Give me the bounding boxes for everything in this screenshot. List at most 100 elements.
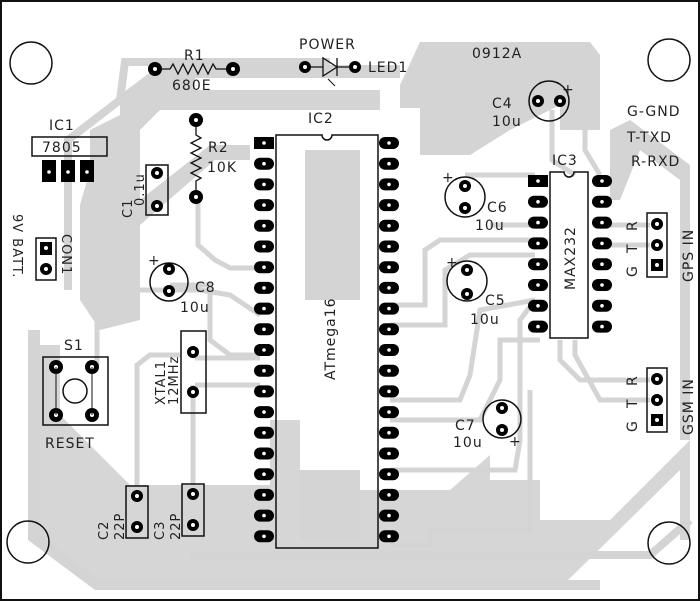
ic2-pin-hole — [262, 306, 266, 311]
ic1-value: 7805 — [42, 140, 82, 156]
ic3-pin-hole — [600, 304, 604, 308]
xtal1-value: 12MHz — [167, 356, 182, 405]
mounting-hole-br — [647, 521, 691, 565]
trace-mcu-right5 — [390, 298, 537, 473]
ic3-value: MAX232 — [563, 226, 579, 290]
c7-value: 10u — [453, 435, 483, 451]
connector-gps-in: G T R GPS IN — [625, 212, 697, 282]
ic2-pin-hole — [387, 327, 391, 332]
ic2-ref: IC2 — [308, 111, 334, 127]
ground-pour-right — [610, 120, 690, 440]
ic3-pin-hole — [536, 324, 540, 329]
ic3-pin-hole — [600, 283, 604, 287]
mounting-hole-bl — [6, 520, 50, 564]
ic2-pin-hole — [387, 493, 391, 497]
trace-mcu-right4 — [390, 337, 540, 423]
ic2-pin-hole — [387, 389, 391, 394]
trace-mcu-right6 — [390, 390, 533, 548]
ic2-pin-hole — [387, 141, 391, 145]
c8-ref: C8 — [195, 280, 216, 296]
ic3-pin-hole — [536, 200, 540, 204]
gps-pin-g: G — [625, 265, 641, 277]
ic2-pin-hole — [387, 244, 391, 249]
c2-ref: C2 — [97, 521, 112, 540]
ic2-pin-hole — [262, 286, 266, 290]
gps-pin-r: R — [625, 220, 641, 231]
ic2-pin-hole — [387, 431, 391, 435]
ground-pour-left-upper — [80, 95, 250, 330]
led1-emission-icon — [327, 78, 336, 87]
ic3-pin-hole — [536, 304, 540, 308]
c1-ref: C1 — [121, 199, 136, 218]
capacitor-c6: + C6 10u — [442, 170, 508, 234]
ic3-pin-hole — [536, 283, 540, 287]
capacitor-c8: + C8 10u — [148, 253, 216, 316]
gsm-pin-g: G — [625, 420, 641, 432]
pin-legend: G-GND T-TXD R-RXD — [626, 104, 680, 170]
board-code: 0912A — [472, 46, 522, 62]
mounting-hole-tl — [9, 41, 53, 85]
ic2-pin-hole — [387, 513, 391, 518]
gsm-pin-t: T — [625, 398, 641, 409]
gps-label: GPS IN — [681, 229, 697, 282]
ic2-pin-hole — [387, 410, 391, 414]
ground-pour-center — [305, 150, 360, 300]
connector-gsm-in: G T R GSM IN — [625, 367, 697, 435]
c6-value: 10u — [475, 218, 505, 234]
ic3-pin-hole — [600, 200, 604, 204]
r1-ref: R1 — [184, 48, 205, 64]
r1-value: 680E — [172, 78, 212, 94]
c5-ref: C5 — [485, 293, 506, 309]
ic2-pin-hole — [387, 224, 391, 228]
ic2-pin-hole — [387, 534, 391, 539]
trace-mcu-right2 — [390, 252, 535, 328]
c6-polarity: + — [442, 170, 455, 186]
xtal1-ref: XTAL1 — [154, 360, 169, 405]
ic2-pin-hole — [387, 265, 391, 270]
ic2-pin-hole — [262, 389, 266, 394]
trace-bottom-ring — [190, 516, 693, 559]
s1-ref: S1 — [64, 338, 84, 354]
ic2-pin-hole — [262, 203, 266, 207]
ic3-pin-hole — [600, 262, 604, 267]
r2-value: 10K — [207, 160, 237, 176]
ic2-pin-hole — [262, 472, 266, 477]
c8-value: 10u — [180, 300, 210, 316]
ic2-pin-hole — [262, 161, 266, 166]
capacitor-c4: + C4 10u — [492, 80, 574, 130]
ic2-pin-hole — [387, 368, 391, 373]
ic3-pin-hole — [536, 179, 540, 183]
capacitor-c3: C3 22P — [153, 483, 205, 540]
ic1-ref: IC1 — [49, 118, 75, 134]
resistor-r1-symbol — [162, 62, 226, 76]
ic3-body — [549, 171, 589, 339]
ic2-pin-hole — [262, 368, 266, 373]
trace-c4-ic3 — [549, 110, 577, 178]
ic3-pins — [528, 175, 612, 333]
regulator-ic1: IC1 7805 — [31, 118, 108, 182]
ic2-pin-hole — [262, 224, 266, 228]
c4-ref: C4 — [492, 96, 513, 112]
ic3-pin-hole — [600, 324, 604, 329]
trace-ic3-gsm1 — [557, 340, 650, 383]
ic3-pin-hole — [600, 220, 604, 225]
ic2-pin-hole — [387, 472, 391, 477]
ic2-pin-hole — [262, 451, 266, 456]
trace-c8 — [170, 282, 260, 358]
ic2-body — [275, 134, 379, 549]
ic3-pin-hole — [536, 262, 540, 267]
transceiver-ic3: IC3 MAX232 — [528, 153, 612, 339]
led1-diode-symbol — [311, 56, 349, 78]
ground-pour-center-low — [300, 470, 360, 540]
trace-mcu-right1 — [390, 237, 535, 308]
ic3-pin-hole — [536, 241, 540, 246]
c6-ref: C6 — [487, 200, 508, 216]
gps-pin-t: T — [625, 243, 641, 254]
ic2-pin-hole — [262, 182, 266, 187]
con1-ref: CON1 — [58, 234, 73, 275]
ic3-pin-hole — [600, 241, 604, 246]
ic2-pin-hole — [262, 493, 266, 497]
c3-ref: C3 — [153, 521, 168, 540]
led-led1: POWER LED1 — [299, 37, 407, 87]
microcontroller-ic2: IC2 ATmega16 — [254, 111, 399, 549]
